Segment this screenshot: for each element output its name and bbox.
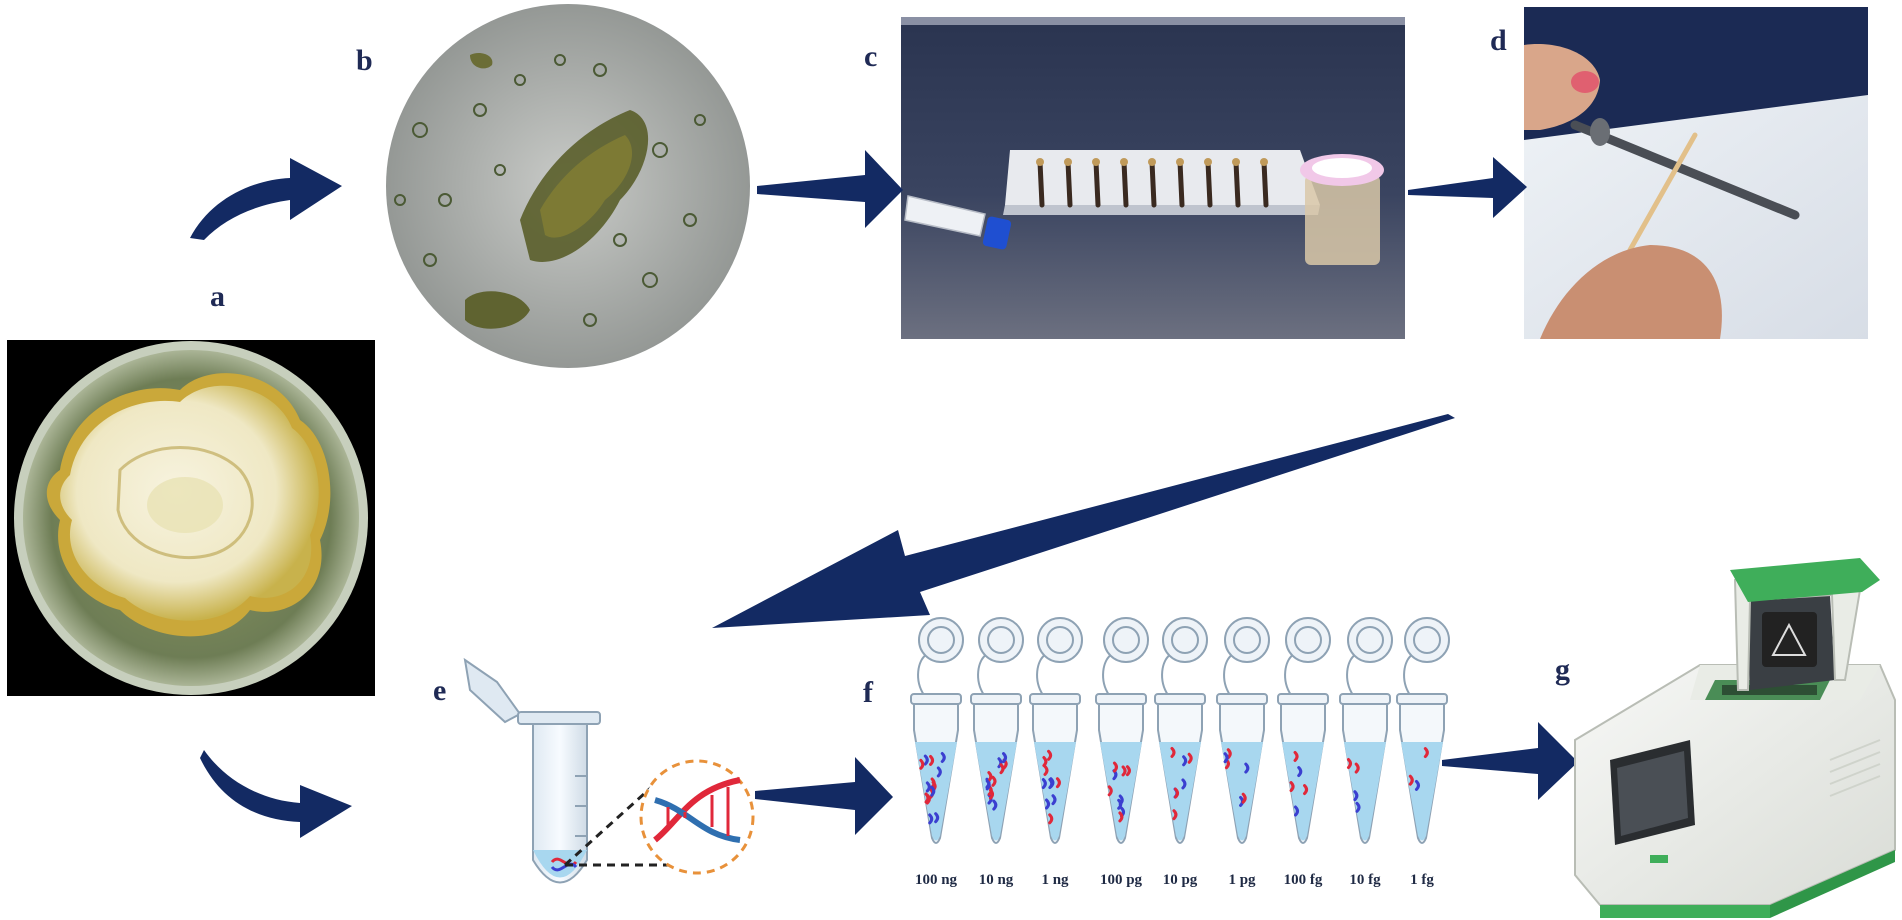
panel-g-thermocycler [1574, 558, 1896, 918]
dna-fragment [1297, 766, 1303, 778]
dna-fragment [1042, 756, 1048, 768]
dna-fragment [1226, 748, 1232, 760]
dna-fragment [1048, 778, 1054, 790]
concentration-label: 100 fg [1283, 872, 1323, 888]
panel-label-b: b [356, 44, 373, 77]
dna-fragment [985, 779, 991, 791]
dna-fragment [930, 785, 936, 797]
concentration-label: 10 fg [1349, 872, 1381, 888]
concentration-label: 1 ng [1041, 872, 1069, 888]
dna-fragment [928, 813, 934, 825]
dna-fragment [1355, 801, 1361, 813]
concentration-label: 10 ng [978, 872, 1014, 888]
dna-fragment [1174, 787, 1180, 799]
dna-fragment [1002, 752, 1008, 764]
panel-label-d: d [1490, 24, 1507, 57]
dna-fragment [1041, 778, 1047, 790]
dna-fragment [1170, 746, 1176, 758]
panel-c-cabinet-photo [901, 17, 1405, 339]
concentration-label: 1 fg [1410, 872, 1434, 888]
panel-label-c: c [864, 40, 878, 73]
concentration-label: 1 pg [1228, 872, 1256, 888]
pcr-tube [1216, 617, 1270, 844]
dna-fragment [1118, 794, 1124, 806]
pcr-tube [1277, 617, 1331, 844]
dna-fragment [1112, 761, 1118, 773]
dna-fragment [992, 799, 998, 811]
pcr-tube [1396, 617, 1450, 844]
dna-fragment [1346, 758, 1352, 770]
dna-fragment [1423, 747, 1429, 759]
warning-icon [1771, 622, 1807, 656]
dna-fragment [925, 781, 931, 793]
arrow-b-to-c-icon [757, 150, 903, 228]
dna-fragment [1293, 750, 1299, 762]
arrow-c-to-d-icon [1408, 157, 1527, 218]
dna-fragment [1048, 813, 1054, 825]
dna-fragment [1181, 778, 1187, 790]
dna-fragment [1051, 794, 1057, 806]
panel-label-e: e [433, 674, 447, 707]
dna-fragment [1125, 765, 1131, 777]
dna-fragment [1121, 765, 1127, 777]
dna-fragment [987, 771, 993, 783]
dna-fragment [1045, 798, 1051, 810]
panel-f-dilution-tubes [910, 617, 1450, 844]
pcr-tube [1339, 617, 1393, 844]
dna-fragment [1354, 762, 1360, 774]
arrow-f-to-g-icon [1442, 722, 1578, 800]
arrow-e-to-f-icon [755, 757, 893, 835]
dna-fragment [1289, 781, 1295, 793]
dna-fragment [1408, 774, 1414, 786]
dna-fragment [991, 775, 997, 787]
concentration-label: 100 ng [914, 872, 958, 888]
dna-fragment [1187, 752, 1193, 764]
panel-b-microscope-view [386, 4, 750, 368]
dna-fragment [1244, 762, 1250, 774]
workflow-arrows [190, 150, 1578, 838]
dna-fragment [1107, 785, 1113, 797]
dna-fragment [1182, 755, 1188, 767]
pcr-tube [910, 617, 964, 844]
dna-fragment [1414, 779, 1420, 791]
pcr-tube [1029, 617, 1083, 844]
panel-e-tube-dna [463, 657, 755, 884]
dna-fragment [988, 788, 994, 800]
dna-fragment [1223, 752, 1229, 764]
curved-arrow-up-icon [190, 158, 342, 240]
panel-d-hand-photo [1524, 7, 1868, 339]
arrow-d-to-e-icon [712, 414, 1455, 628]
dna-fragment [1303, 784, 1309, 796]
panel-label-g: g [1555, 653, 1570, 686]
dna-fragment [929, 754, 935, 766]
curved-arrow-down-icon [200, 750, 352, 838]
pcr-tube [970, 617, 1024, 844]
pcr-tube [1095, 617, 1149, 844]
dna-fragment [1293, 805, 1299, 817]
dna-fragment [1055, 777, 1061, 789]
dna-fragment [1043, 764, 1049, 776]
panel-a-petri-dish [7, 340, 375, 696]
dna-fragment [997, 757, 1003, 769]
panel-label-a: a [210, 280, 225, 313]
dna-fragment [1047, 749, 1053, 761]
dna-fragment [925, 793, 931, 805]
panel-label-f: f [863, 676, 873, 709]
pcr-tube [1154, 617, 1208, 844]
dna-fragment [940, 751, 946, 763]
dna-fragment [1172, 809, 1178, 821]
dna-helix-icon [653, 777, 741, 843]
dna-fragment [1118, 811, 1124, 823]
dna-fragment [934, 812, 940, 824]
dna-fragment [999, 763, 1005, 775]
concentration-label: 10 pg [1162, 872, 1198, 888]
dna-fragment [1353, 790, 1359, 802]
dna-fragment [1241, 792, 1247, 804]
dna-fragment [923, 754, 929, 766]
concentration-label: 100 pg [1099, 872, 1143, 888]
dna-fragment [936, 766, 942, 778]
dna-fragment [919, 758, 925, 770]
